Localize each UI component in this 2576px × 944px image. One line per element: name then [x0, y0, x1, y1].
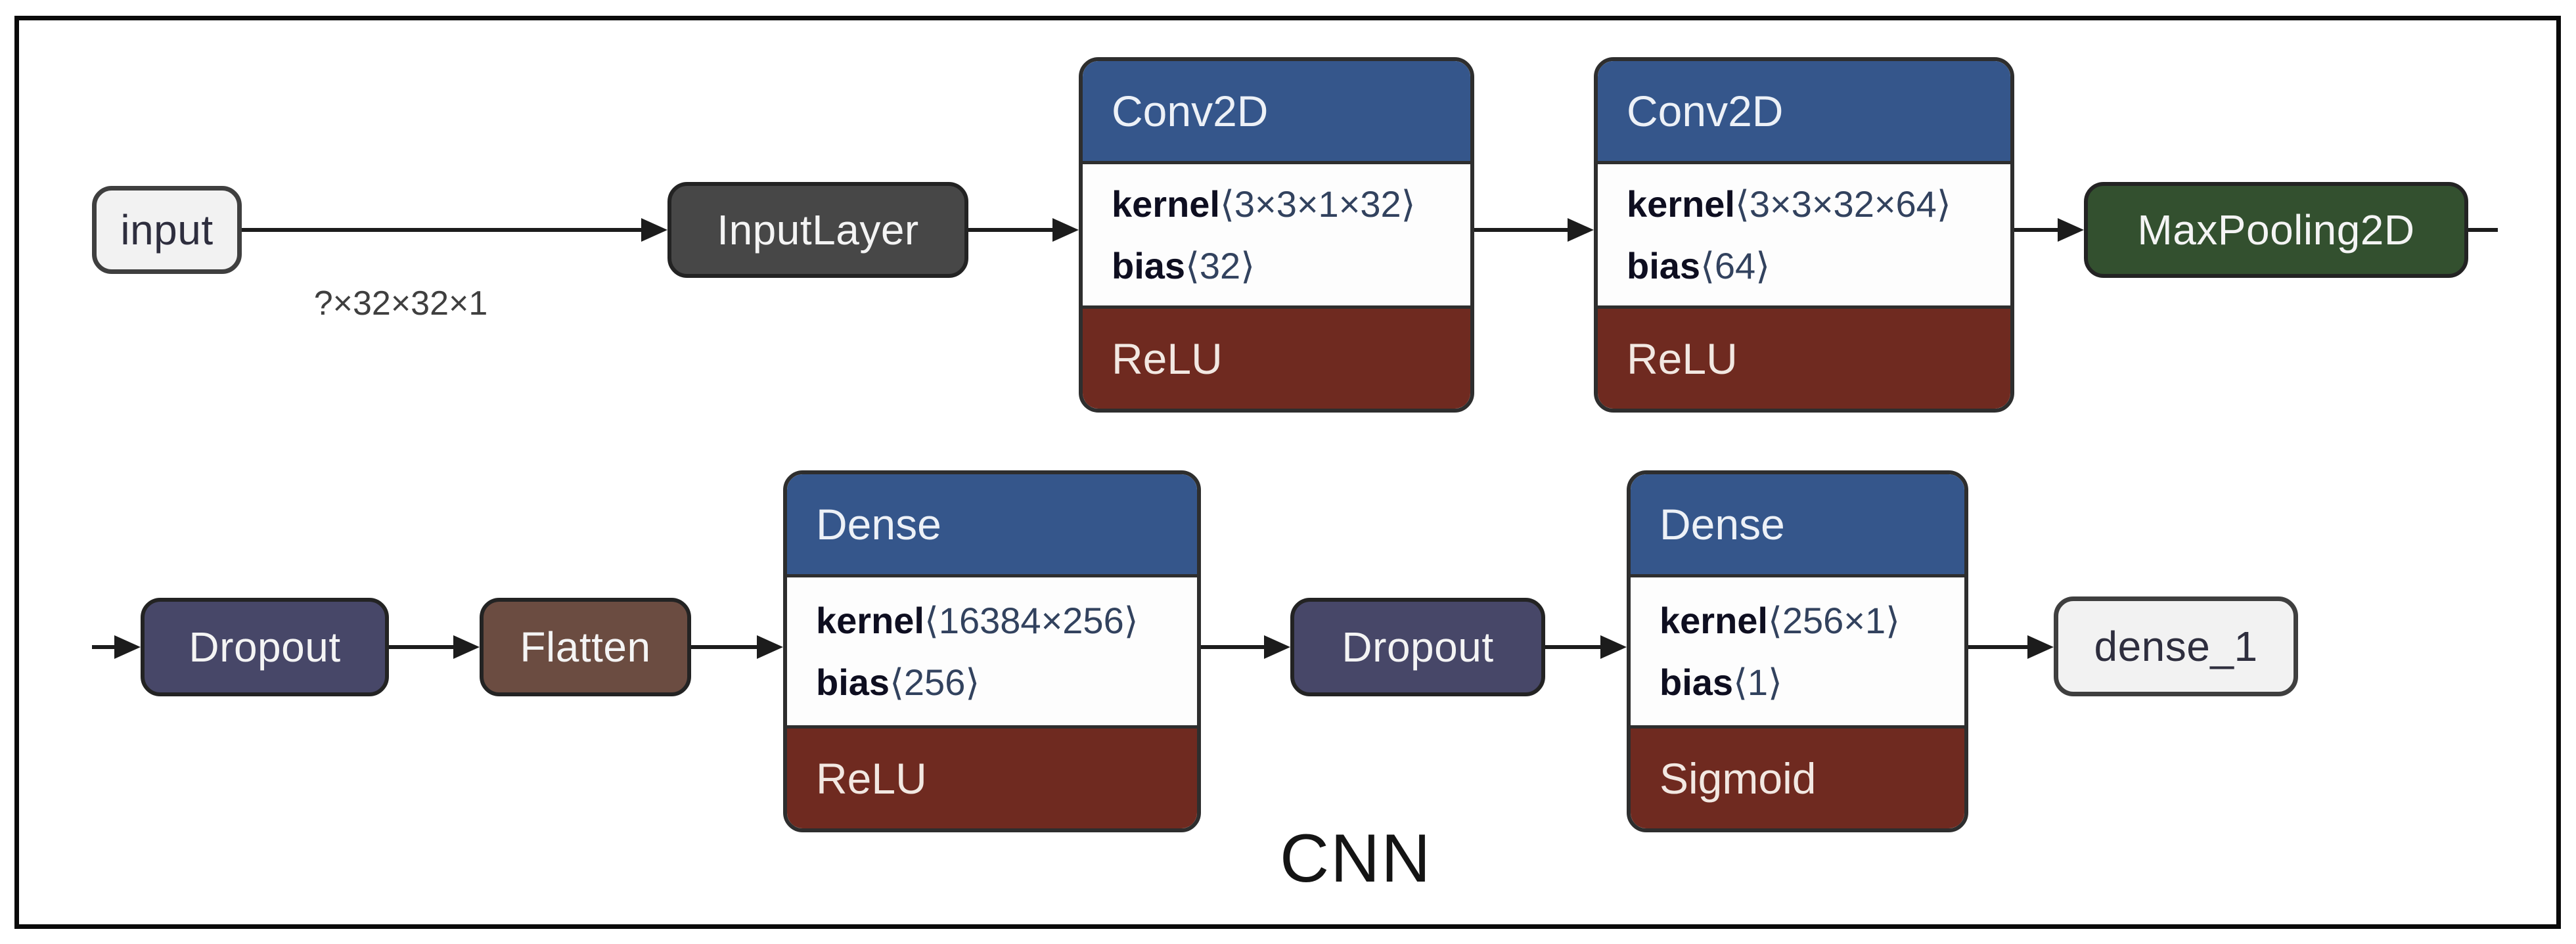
- arrow-inputlayer-to-conv1: [968, 218, 1079, 242]
- arrow-dense2-to-dense1out: [1968, 635, 2054, 659]
- param-kernel-name: kernel: [1112, 183, 1220, 225]
- param-bias-dims: ⟨32⟩: [1185, 244, 1255, 286]
- node-dropout-2-label: Dropout: [1342, 623, 1494, 671]
- node-flatten-label: Flatten: [520, 623, 651, 671]
- arrowhead-icon: [1600, 635, 1627, 659]
- arrow-line: [1474, 228, 1571, 232]
- activation-label: ReLU: [1112, 334, 1223, 383]
- arrowhead-icon: [1264, 635, 1290, 659]
- node-dropout-1-label: Dropout: [189, 623, 341, 671]
- arrow-line: [1545, 645, 1604, 649]
- arrow-line: [1201, 645, 1268, 649]
- node-input: input: [92, 186, 242, 274]
- edge-maxpool-wrap-stub: [2468, 228, 2498, 232]
- arrow-line: [389, 645, 457, 649]
- param-kernel: kernel⟨3×3×1×32⟩: [1112, 183, 1470, 226]
- arrow-dropout1-to-flatten: [389, 635, 480, 659]
- param-kernel-name: kernel: [1660, 599, 1768, 641]
- arrow-line: [968, 228, 1056, 232]
- node-flatten: Flatten: [480, 598, 691, 696]
- param-bias-name: bias: [1627, 244, 1701, 286]
- arrowhead-icon: [453, 635, 480, 659]
- node-conv2d-1-header: Conv2D: [1083, 61, 1470, 161]
- node-conv2d-1: Conv2D kernel⟨3×3×1×32⟩ bias⟨32⟩ ReLU: [1079, 57, 1474, 413]
- node-dense-sigmoid-activation: Sigmoid: [1631, 729, 1964, 828]
- node-dense-1-output-label: dense_1: [2094, 623, 2258, 670]
- node-dense-relu-activation: ReLU: [787, 729, 1197, 828]
- node-conv2d-1-title: Conv2D: [1112, 87, 1269, 135]
- node-conv2d-2: Conv2D kernel⟨3×3×32×64⟩ bias⟨64⟩ ReLU: [1594, 57, 2014, 413]
- arrow-line: [1968, 645, 2031, 649]
- param-kernel: kernel⟨3×3×32×64⟩: [1627, 183, 2010, 226]
- arrow-dense1-to-dropout2: [1201, 635, 1290, 659]
- node-conv2d-1-activation: ReLU: [1083, 309, 1470, 409]
- node-dense-relu-header: Dense: [787, 474, 1197, 574]
- node-dense-relu-title: Dense: [816, 500, 941, 549]
- arrow-line: [2014, 228, 2062, 232]
- arrow-line: [2468, 228, 2498, 232]
- node-dense-sigmoid: Dense kernel⟨256×1⟩ bias⟨1⟩ Sigmoid: [1627, 470, 1968, 832]
- arrowhead-icon: [1052, 218, 1079, 242]
- arrowhead-icon: [2058, 218, 2084, 242]
- node-dense-sigmoid-header: Dense: [1631, 474, 1964, 574]
- arrowhead-icon: [1568, 218, 1594, 242]
- arrow-dropout2-to-dense2: [1545, 635, 1627, 659]
- param-bias-dims: ⟨256⟩: [890, 661, 980, 703]
- param-kernel: kernel⟨256×1⟩: [1660, 599, 1964, 642]
- arrowhead-icon: [641, 218, 667, 242]
- param-kernel-dims: ⟨3×3×32×64⟩: [1735, 183, 1951, 225]
- node-conv2d-2-header: Conv2D: [1598, 61, 2010, 161]
- diagram-title: CNN: [1280, 820, 1432, 897]
- node-dense-sigmoid-params: kernel⟨256×1⟩ bias⟨1⟩: [1631, 574, 1964, 729]
- node-dense-sigmoid-title: Dense: [1660, 500, 1785, 549]
- node-maxpooling2d-label: MaxPooling2D: [2137, 206, 2415, 254]
- activation-label: ReLU: [816, 754, 927, 803]
- param-bias: bias⟨256⟩: [816, 661, 1197, 704]
- param-bias-name: bias: [1112, 244, 1186, 286]
- node-dropout-2: Dropout: [1290, 598, 1545, 696]
- param-bias-name: bias: [816, 661, 890, 703]
- node-dense-1-output: dense_1: [2054, 596, 2298, 696]
- arrow-line: [242, 228, 645, 232]
- arrowhead-icon: [2027, 635, 2054, 659]
- param-bias: bias⟨1⟩: [1660, 661, 1964, 704]
- tensor-shape-label: ?×32×32×1: [313, 284, 488, 323]
- edge-wrap-stub-to-dropout1: [92, 635, 141, 659]
- arrow-flatten-to-dense1: [691, 635, 783, 659]
- param-bias-dims: ⟨1⟩: [1733, 661, 1782, 703]
- activation-label: Sigmoid: [1660, 754, 1817, 803]
- node-conv2d-2-params: kernel⟨3×3×32×64⟩ bias⟨64⟩: [1598, 161, 2010, 309]
- node-conv2d-1-params: kernel⟨3×3×1×32⟩ bias⟨32⟩: [1083, 161, 1470, 309]
- arrow-conv2-to-maxpool: [2014, 218, 2084, 242]
- param-kernel: kernel⟨16384×256⟩: [816, 599, 1197, 642]
- arrowhead-icon: [114, 635, 141, 659]
- node-inputlayer-label: InputLayer: [717, 206, 919, 254]
- node-maxpooling2d: MaxPooling2D: [2084, 182, 2468, 278]
- param-bias-dims: ⟨64⟩: [1700, 244, 1771, 286]
- node-dense-relu: Dense kernel⟨16384×256⟩ bias⟨256⟩ ReLU: [783, 470, 1201, 832]
- node-inputlayer: InputLayer: [667, 182, 968, 278]
- node-input-label: input: [120, 206, 214, 254]
- param-bias: bias⟨32⟩: [1112, 244, 1470, 288]
- node-conv2d-2-activation: ReLU: [1598, 309, 2010, 409]
- param-kernel-dims: ⟨256×1⟩: [1768, 599, 1900, 641]
- param-kernel-name: kernel: [1627, 183, 1735, 225]
- param-bias-name: bias: [1660, 661, 1734, 703]
- param-kernel-dims: ⟨16384×256⟩: [924, 599, 1139, 641]
- activation-label: ReLU: [1627, 334, 1738, 383]
- node-dense-relu-params: kernel⟨16384×256⟩ bias⟨256⟩: [787, 574, 1197, 729]
- param-kernel-dims: ⟨3×3×1×32⟩: [1220, 183, 1416, 225]
- arrow-conv1-to-conv2: [1474, 218, 1594, 242]
- param-kernel-name: kernel: [816, 599, 924, 641]
- arrow-line: [691, 645, 761, 649]
- node-conv2d-2-title: Conv2D: [1627, 87, 1784, 135]
- arrowhead-icon: [757, 635, 783, 659]
- node-dropout-1: Dropout: [141, 598, 389, 696]
- arrow-line: [92, 645, 118, 649]
- param-bias: bias⟨64⟩: [1627, 244, 2010, 288]
- arrow-input-to-inputlayer: [242, 218, 667, 242]
